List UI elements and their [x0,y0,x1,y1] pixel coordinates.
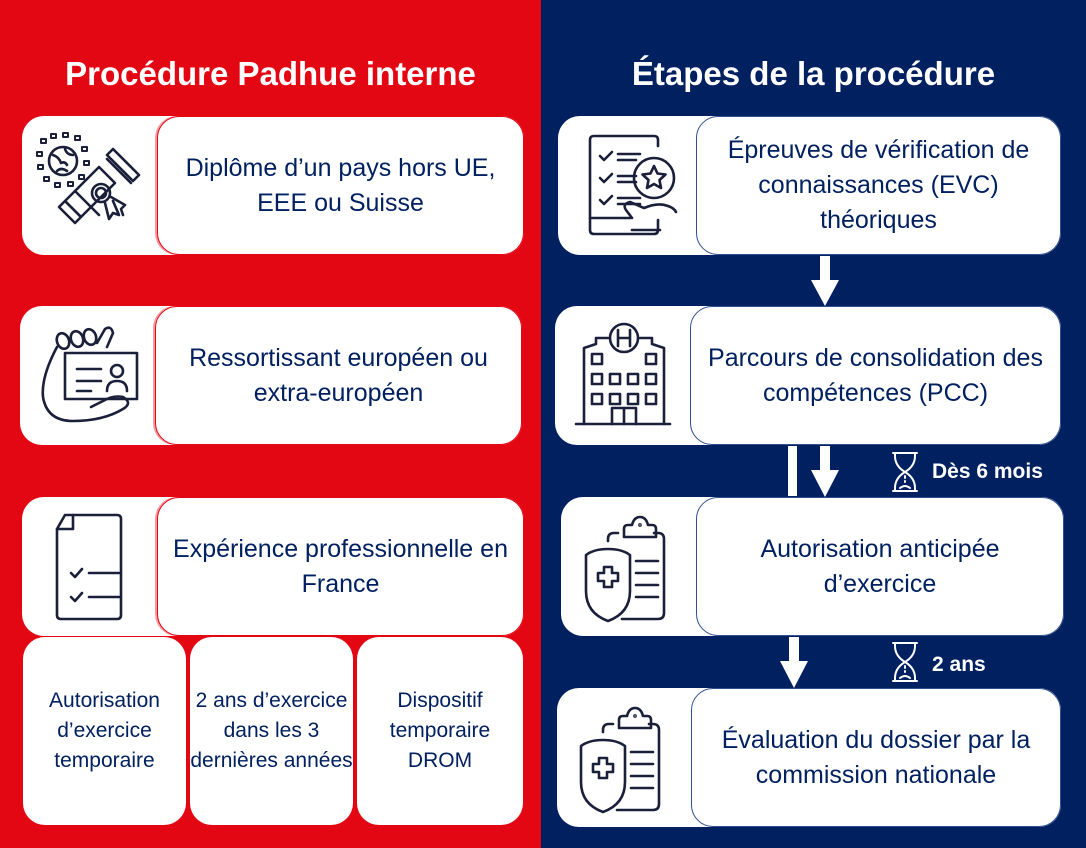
connector-bar [788,446,797,496]
criterion-card-nationality: Ressortissant européen ou extra-européen [20,306,522,445]
step-card-evc: Épreuves de vérification de connaissance… [558,116,1061,255]
hospital-icon [555,306,690,445]
left-title: Procédure Padhue interne [65,55,476,92]
hourglass-icon [892,642,918,682]
sub-card-drom: Dispositif temporaire DROM [357,637,523,825]
criterion-text-experience: Expérience professionnelle en France [157,497,524,636]
shield-clipboard-icon [561,497,696,636]
sub-card-temporary-authorization: Autorisation d’exercice temporaire [23,637,186,825]
criterion-text-diploma: Diplôme d’un pays hors UE, EEE ou Suisse [157,116,524,255]
hand-id-card-icon [20,306,155,445]
hourglass-icon [892,452,918,492]
shield-clipboard-icon [557,688,691,827]
step-text-pcc: Parcours de consolidation des compétence… [690,306,1061,445]
arrow-down-icon [780,637,808,688]
step-text-evc: Épreuves de vérification de connaissance… [696,116,1061,255]
checklist-star-hand-icon [558,116,696,255]
criterion-text-nationality: Ressortissant européen ou extra-européen [155,306,522,445]
step-card-national-commission: Évaluation du dossier par la commission … [557,688,1061,827]
step-text-national-commission: Évaluation du dossier par la commission … [691,688,1061,827]
duration-label-2-years: 2 ans [932,653,986,676]
right-title: Étapes de la procédure [631,55,996,92]
step-text-anticipated-authorization: Autorisation anticipée d’exercice [696,497,1064,636]
criterion-card-diploma: Diplôme d’un pays hors UE, EEE ou Suisse [22,116,524,255]
arrow-down-icon [811,256,839,306]
duration-label-6-months: Dès 6 mois [932,460,1043,483]
step-card-anticipated-authorization: Autorisation anticipée d’exercice [561,497,1064,636]
sub-card-two-years: 2 ans d’exercice dans les 3 dernières an… [190,637,353,825]
arrow-down-icon [811,446,839,497]
globe-diploma-icon [22,116,157,255]
criterion-card-experience: Expérience professionnelle en France [22,497,524,636]
checklist-document-icon [22,497,157,636]
step-card-pcc: Parcours de consolidation des compétence… [555,306,1061,445]
